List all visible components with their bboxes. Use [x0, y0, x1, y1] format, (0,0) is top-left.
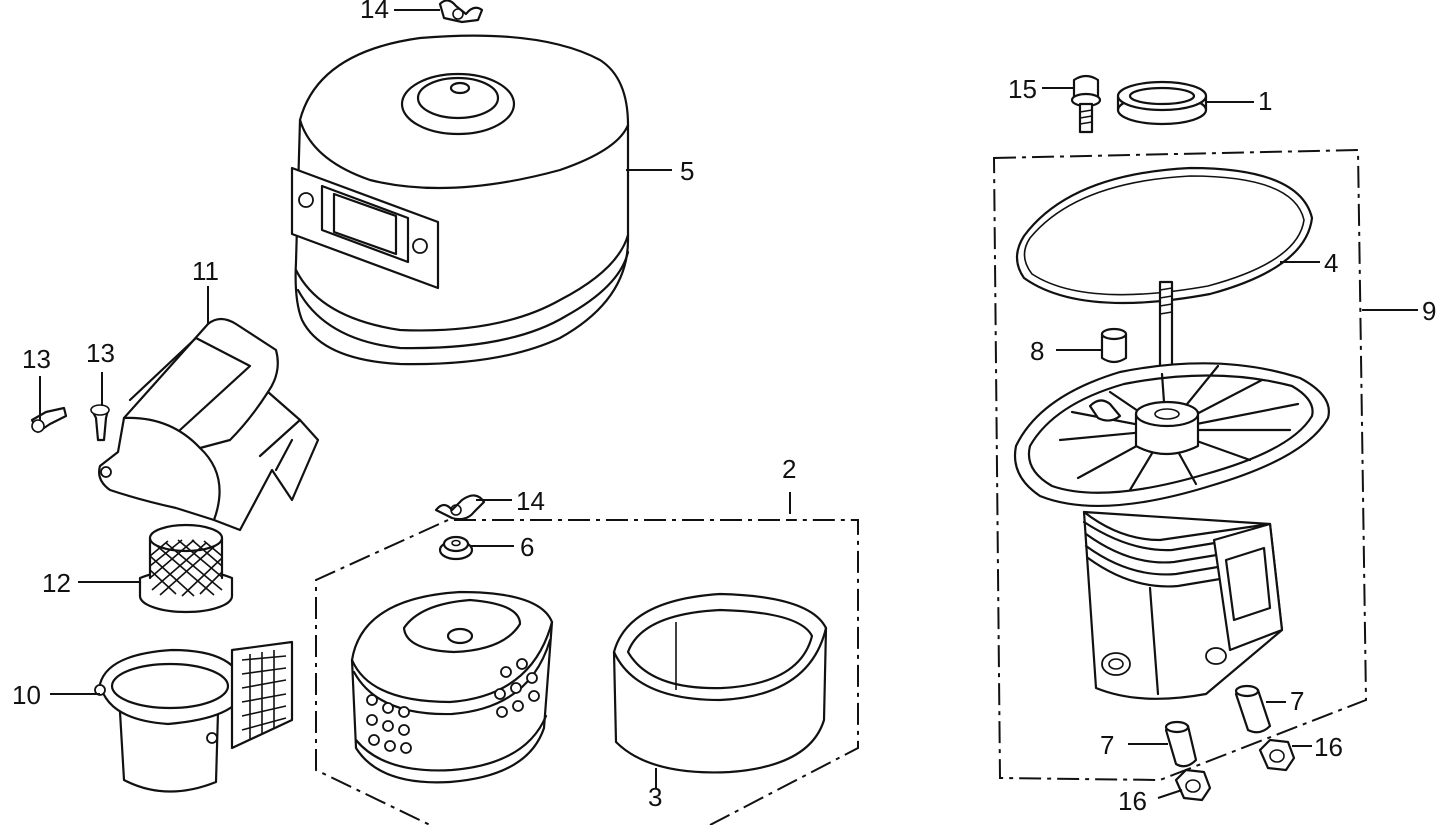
clamp-ring-icon [1116, 80, 1208, 126]
gasket-icon [1015, 166, 1314, 305]
callout-12: 12 [42, 568, 71, 598]
callout-14-top: 14 [360, 0, 389, 24]
wing-nut-top-icon [438, 0, 484, 24]
grommet-icon [438, 535, 474, 561]
bolt-icon [1070, 74, 1102, 134]
collar-left-icon [1164, 720, 1198, 768]
collar-top-icon [1100, 327, 1128, 364]
air-cleaner-case-icon [1013, 280, 1330, 700]
callout-15: 15 [1008, 74, 1037, 104]
callout-4: 4 [1324, 248, 1338, 278]
paper-element-icon [350, 590, 554, 784]
callout-7-left: 7 [1100, 730, 1114, 760]
callout-6: 6 [520, 532, 534, 562]
callout-3: 3 [648, 782, 662, 812]
cyclone-case-icon [94, 640, 294, 793]
case-assembly-bracket [992, 148, 1368, 782]
callout-16-right: 16 [1314, 732, 1343, 762]
screen-icon [138, 523, 234, 614]
screw-right-icon [90, 404, 110, 442]
callout-7-right: 7 [1290, 686, 1304, 716]
element-assembly-bracket [315, 492, 859, 825]
callout-10: 10 [12, 680, 41, 710]
collar-right-icon [1234, 684, 1272, 734]
nut-right-icon [1258, 738, 1296, 772]
callout-14-lower: 14 [516, 486, 545, 516]
callout-1: 1 [1258, 86, 1272, 116]
callout-16-left: 16 [1118, 786, 1147, 816]
callout-8: 8 [1030, 336, 1044, 366]
callout-11: 11 [192, 256, 219, 286]
nut-left-icon [1174, 768, 1212, 802]
callout-13-right: 13 [86, 338, 115, 368]
callout-2: 2 [782, 454, 796, 484]
screw-left-icon [30, 406, 68, 434]
duct-cover-icon [98, 317, 320, 532]
air-cleaner-cover-icon [290, 34, 630, 366]
outer-foam-element-icon [612, 592, 828, 774]
wing-nut-lower-icon [434, 494, 486, 521]
callout-13-left: 13 [22, 344, 51, 374]
leader-lines [39, 9, 1418, 799]
callout-9: 9 [1422, 296, 1436, 326]
callout-5: 5 [680, 156, 694, 186]
